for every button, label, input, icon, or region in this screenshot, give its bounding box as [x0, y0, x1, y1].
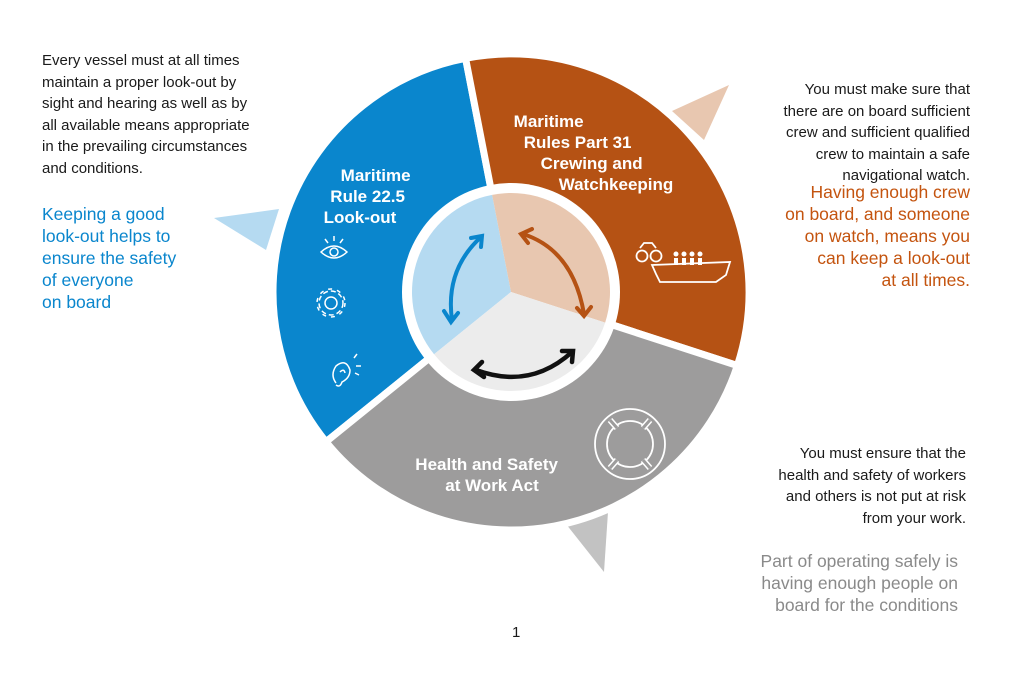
- lifebuoy-icon: [594, 408, 666, 480]
- health-pointer: [566, 512, 608, 572]
- health-title: Health and Safety at Work Act: [415, 455, 562, 495]
- lookout-inner: [412, 194, 511, 355]
- black-cycle-arrow: [470, 348, 576, 380]
- crewing-inner: [492, 193, 610, 323]
- boat-with-crew-icon: [650, 251, 732, 283]
- ear-icon: [332, 353, 361, 387]
- crewing-title: Maritime Rules Part 31 Crewing and Watch…: [514, 112, 674, 194]
- page-number: 1: [512, 624, 521, 641]
- lookout-title: Maritime Rule 22.5 Look-out: [324, 166, 416, 227]
- binoculars-icon: [635, 242, 663, 263]
- health-segment: [321, 288, 742, 534]
- lookout-pointer: [214, 209, 279, 250]
- crewing-pointer: [672, 85, 729, 140]
- blue-cycle-arrow: [442, 233, 485, 326]
- eye-icon: [319, 236, 349, 259]
- lookout-segment: [269, 54, 515, 447]
- orange-cycle-arrow: [517, 227, 593, 320]
- gear-icon: [316, 288, 346, 318]
